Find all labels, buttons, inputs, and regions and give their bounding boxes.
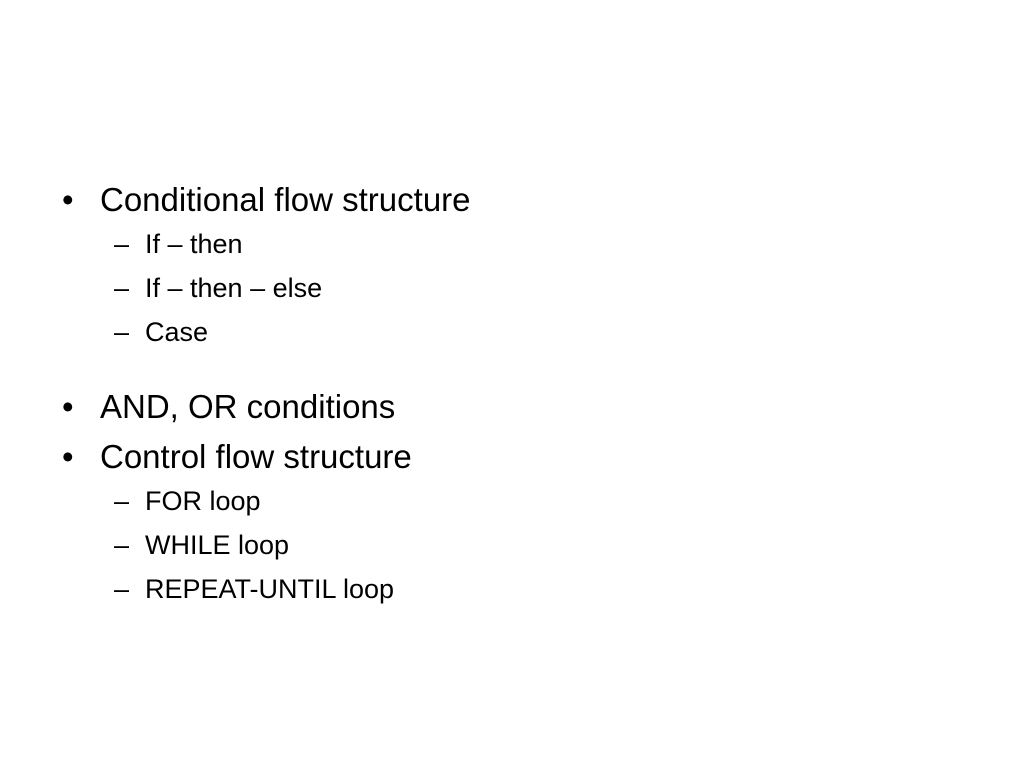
sub-item-label: If – then: [145, 229, 243, 259]
dash-icon: –: [114, 530, 130, 560]
bullet-item-conditional-flow: • Conditional flow structure: [62, 178, 962, 222]
bullet-label: AND, OR conditions: [100, 388, 396, 425]
sub-item-for-loop: – FOR loop: [62, 479, 962, 523]
spacer: [62, 354, 962, 385]
bullet-icon: •: [62, 438, 74, 475]
sub-item-label: REPEAT-UNTIL loop: [145, 574, 395, 604]
bullet-label: Control flow structure: [100, 438, 412, 475]
sub-item-label: WHILE loop: [145, 530, 290, 560]
bullet-icon: •: [62, 181, 74, 218]
bullet-item-and-or-conditions: • AND, OR conditions: [62, 385, 962, 429]
dash-icon: –: [114, 229, 130, 259]
sub-item-while-loop: – WHILE loop: [62, 523, 962, 567]
sub-item-label: Case: [145, 317, 209, 347]
sub-item-if-then: – If – then: [62, 222, 962, 266]
sub-item-case: – Case: [62, 310, 962, 354]
bullet-list: • Conditional flow structure – If – then…: [62, 178, 962, 611]
dash-icon: –: [114, 273, 130, 303]
bullet-item-control-flow: • Control flow structure: [62, 435, 962, 479]
sub-item-if-then-else: – If – then – else: [62, 266, 962, 310]
sub-item-label: FOR loop: [145, 486, 261, 516]
dash-icon: –: [114, 574, 130, 604]
sub-item-repeat-until-loop: – REPEAT-UNTIL loop: [62, 567, 962, 611]
bullet-label: Conditional flow structure: [100, 181, 471, 218]
dash-icon: –: [114, 486, 130, 516]
sub-item-label: If – then – else: [145, 273, 323, 303]
dash-icon: –: [114, 317, 130, 347]
bullet-icon: •: [62, 388, 74, 425]
